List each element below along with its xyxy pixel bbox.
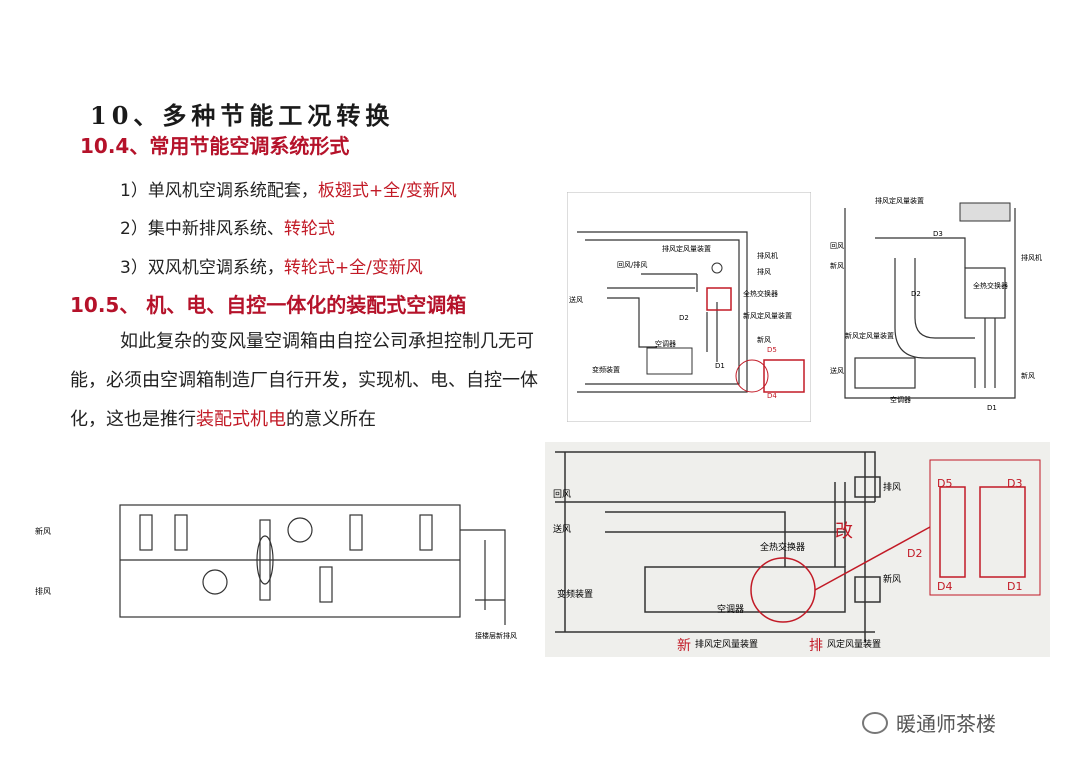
- label-return: 回风: [553, 489, 571, 500]
- watermark-text: 暖通师茶楼: [896, 712, 996, 736]
- paragraph: 如此复杂的变风量空调箱由自控公司承担控制几无可能，必须由空调箱制造厂自行开发，实…: [70, 322, 540, 439]
- paragraph-highlight: 装配式机电: [196, 409, 286, 430]
- label-hx: 全热交换器: [973, 281, 1008, 290]
- label-d2: D2: [679, 314, 689, 322]
- label-fresh: 新风: [830, 261, 844, 270]
- item-text: 单风机空调系统配套，: [147, 181, 318, 201]
- label-supply: 送风: [569, 295, 583, 304]
- label-exhaust-device: 排风定风量装置: [662, 244, 711, 253]
- label-exhaust-fan: 排风机: [757, 251, 778, 260]
- hand-label-new: 新: [677, 638, 691, 654]
- schematic-diagram-2: 排风定风量装置 回风 新风 排风机 全热交换器 新风定风量装置 送风 空调器 新…: [815, 188, 1053, 418]
- label-fresh: 新风: [35, 526, 51, 536]
- label-d1: D1: [1007, 580, 1022, 593]
- label-d4: D4: [937, 580, 952, 593]
- label-return-exhaust: 回风/排风: [617, 260, 647, 269]
- label-exhaust-device: 排风定风量装置: [875, 196, 924, 205]
- list-item-2: 2）集中新排风系统、转轮式: [120, 214, 335, 239]
- paragraph-text: 如此复杂的变风量空调箱由自控公司承担控制几无可能，必须由空调箱制造厂自行开发，实…: [70, 331, 538, 430]
- item-highlight: 转轮式+全/变新风: [283, 258, 423, 278]
- section-10-5-heading: 10.5、 机、电、自控一体化的装配式空调箱: [70, 293, 467, 317]
- label-exhaust: 排风: [35, 586, 51, 596]
- item-number: 2）: [120, 219, 148, 239]
- label-fresh: 新风: [883, 573, 901, 585]
- item-number: 3）: [120, 258, 148, 278]
- label-hx: 全热交换器: [743, 289, 778, 298]
- label-d1: D1: [715, 362, 725, 370]
- watermark: 暖通师茶楼: [862, 708, 996, 737]
- schematic-diagram-4: 新风 排风 接楼层新排风: [35, 504, 517, 640]
- label-d2: D2: [911, 290, 921, 298]
- item-text: 双风机空调系统，: [147, 258, 284, 278]
- label-ahu: 空调器: [655, 339, 676, 348]
- label-d1: D1: [987, 404, 997, 412]
- label-fresh-right: 新风: [1021, 371, 1035, 380]
- hand-label-exhaust: 排: [809, 638, 823, 654]
- label-exhaust-device: 风定风量装置: [827, 638, 881, 650]
- label-vfd: 变频装置: [557, 588, 593, 600]
- label-hx: 全热交换器: [760, 541, 805, 553]
- label-d5: D5: [937, 477, 952, 490]
- label-exhaust: 排风: [757, 267, 771, 276]
- label-d2: D2: [907, 547, 922, 560]
- item-number: 1）: [120, 181, 148, 201]
- hand-label-change: 改: [835, 521, 853, 542]
- label-d3: D3: [1007, 477, 1022, 490]
- label-d5: D5: [767, 346, 777, 354]
- label-floor-ctrl: 接楼层新排风: [475, 631, 517, 640]
- label-return: 回风: [830, 242, 844, 250]
- label-ahu: 空调器: [890, 395, 911, 404]
- list-item-3: 3）双风机空调系统，转轮式+全/变新风: [120, 253, 423, 278]
- label-vfd: 变频装置: [592, 365, 620, 374]
- section-10-4-heading: 10.4、常用节能空调系统形式: [80, 134, 350, 158]
- label-exhaust-fan: 排风机: [1021, 253, 1042, 262]
- label-fresh-device: 新风定风量装置: [845, 331, 894, 340]
- schematic-diagram-1: 排风定风量装置 回风/排风 排风机 排风 送风 全热交换器 新风定风量装置 空调…: [567, 192, 811, 422]
- label-d4: D4: [767, 392, 777, 400]
- label-ahu: 空调器: [717, 603, 744, 615]
- wechat-icon: [862, 711, 888, 734]
- paragraph-text-end: 的意义所在: [286, 409, 376, 430]
- label-d3: D3: [933, 230, 943, 238]
- label-supply: 送风: [830, 366, 844, 375]
- item-highlight: 转轮式: [283, 219, 335, 239]
- label-fresh: 新风: [757, 335, 771, 344]
- label-fresh-device: 新风定风量装置: [743, 311, 792, 320]
- label-fresh-device: 排风定风量装置: [695, 638, 758, 650]
- item-text: 集中新排风系统、: [147, 219, 284, 239]
- label-supply: 送风: [553, 523, 571, 535]
- list-item-1: 1）单风机空调系统配套，板翅式+全/变新风: [120, 176, 457, 201]
- schematic-diagram-3: 回风 送风 排风 新风 全热交换器 变频装置 空调器 排风定风量装置 风定风量装…: [545, 442, 1050, 657]
- page-title: 10、多种节能工况转换: [90, 101, 395, 130]
- label-exhaust: 排风: [883, 481, 901, 493]
- item-highlight: 板翅式+全/变新风: [317, 181, 457, 201]
